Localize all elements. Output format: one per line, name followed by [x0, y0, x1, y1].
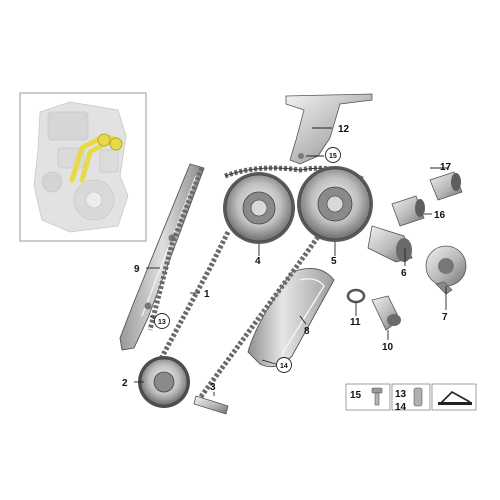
legend-sleeve-number-top: 13 — [395, 389, 407, 400]
label-13: 13 — [158, 319, 166, 326]
callout-labels: 1 2 3 4 5 6 7 8 9 10 11 12 16 17 13 13 1… — [122, 124, 452, 393]
label-9: 9 — [134, 264, 140, 275]
part-pin — [193, 395, 229, 415]
part-sprocket-4 — [223, 172, 295, 244]
label-13-circled: 13 — [154, 313, 170, 329]
label-15-circled: 15 — [325, 147, 341, 163]
kit-icon — [438, 391, 472, 405]
label-6: 6 — [401, 268, 407, 279]
legend-bolt-number: 15 — [350, 390, 362, 401]
part-oring-11 — [346, 288, 366, 304]
label-14-circled: 14 — [276, 357, 292, 373]
legend-box-bolt — [345, 383, 391, 411]
part-bracket — [285, 93, 373, 165]
label-7: 7 — [442, 312, 448, 323]
engine-thumbnail — [19, 92, 147, 242]
label-8: 8 — [304, 326, 310, 337]
highlight-sprocket-2 — [109, 137, 123, 151]
legend-box-kit — [431, 383, 477, 411]
parts-legend: 15 13 14 — [345, 383, 477, 413]
label-4: 4 — [255, 256, 261, 267]
label-11: 11 — [350, 317, 361, 328]
part-sensor-7 — [425, 245, 467, 295]
label-3: 3 — [210, 382, 216, 393]
part-valve-17 — [429, 171, 463, 201]
part-valve-10 — [371, 295, 401, 331]
legend-sleeve-number-bottom: 14 — [395, 402, 407, 413]
label-12: 12 — [338, 124, 350, 135]
label-16: 16 — [434, 210, 446, 221]
part-valve-16 — [391, 195, 425, 227]
label-2: 2 — [122, 378, 128, 389]
label-14: 14 — [280, 363, 288, 370]
sleeve-icon — [413, 387, 423, 407]
label-10: 10 — [382, 342, 394, 353]
part-tensioner-rail — [247, 267, 335, 368]
highlight-sprocket-1 — [97, 133, 111, 147]
bolt-icon — [371, 387, 383, 406]
leader-lines — [134, 127, 448, 396]
engine-ghost — [33, 101, 129, 233]
part-solenoid-6 — [367, 225, 413, 263]
label-17: 17 — [440, 162, 452, 173]
label-1: 1 — [204, 289, 210, 300]
legend-box-sleeve — [391, 383, 431, 411]
part-crank-sprocket — [138, 356, 190, 408]
part-sprocket-5 — [297, 166, 373, 242]
label-15: 15 — [329, 153, 337, 160]
label-5: 5 — [331, 256, 337, 267]
